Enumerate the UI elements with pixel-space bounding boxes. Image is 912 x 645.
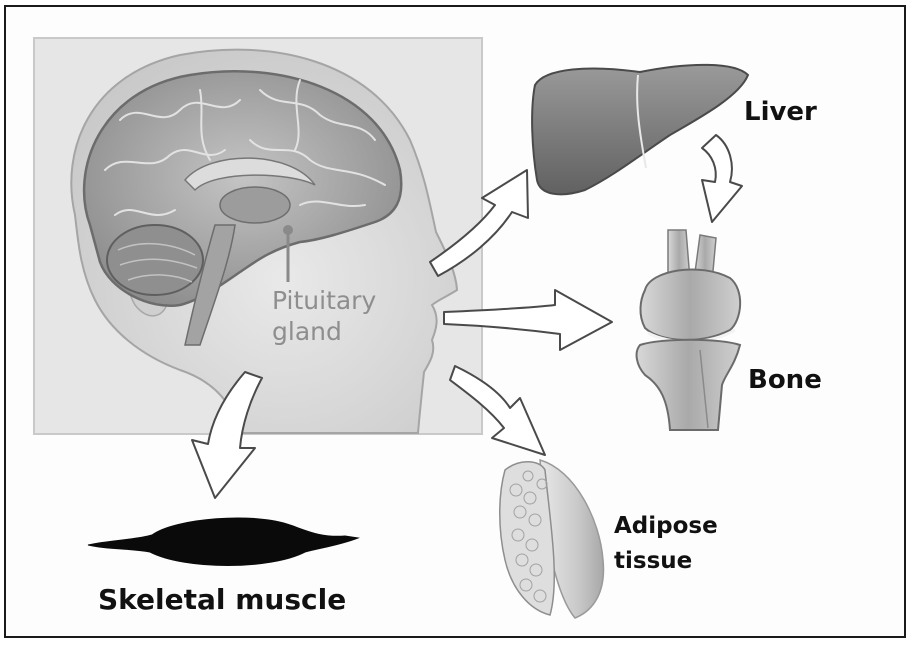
- thalamus: [220, 187, 290, 223]
- bone-knee: [637, 230, 741, 430]
- adipose-tissue: [500, 460, 604, 618]
- arrow-to-adipose: [450, 366, 545, 455]
- arrow-liver-to-bone: [702, 135, 742, 222]
- muscle-label: Skeletal muscle: [98, 583, 346, 616]
- pituitary-label-line-1: Pituitary: [272, 285, 422, 316]
- adipose-label-line-2: tissue: [614, 548, 692, 574]
- pituitary-label-line-2: gland: [272, 316, 422, 347]
- adipose-label-line-1: Adipose: [614, 513, 718, 539]
- skeletal-muscle: [88, 518, 358, 566]
- arrow-to-bone: [444, 290, 612, 350]
- liver-label: Liver: [744, 97, 817, 127]
- bone-label: Bone: [748, 365, 822, 395]
- pituitary-gland-label: Pituitary gland: [272, 285, 422, 347]
- arrow-to-liver: [430, 170, 528, 276]
- pituitary-gland-dot: [283, 225, 293, 235]
